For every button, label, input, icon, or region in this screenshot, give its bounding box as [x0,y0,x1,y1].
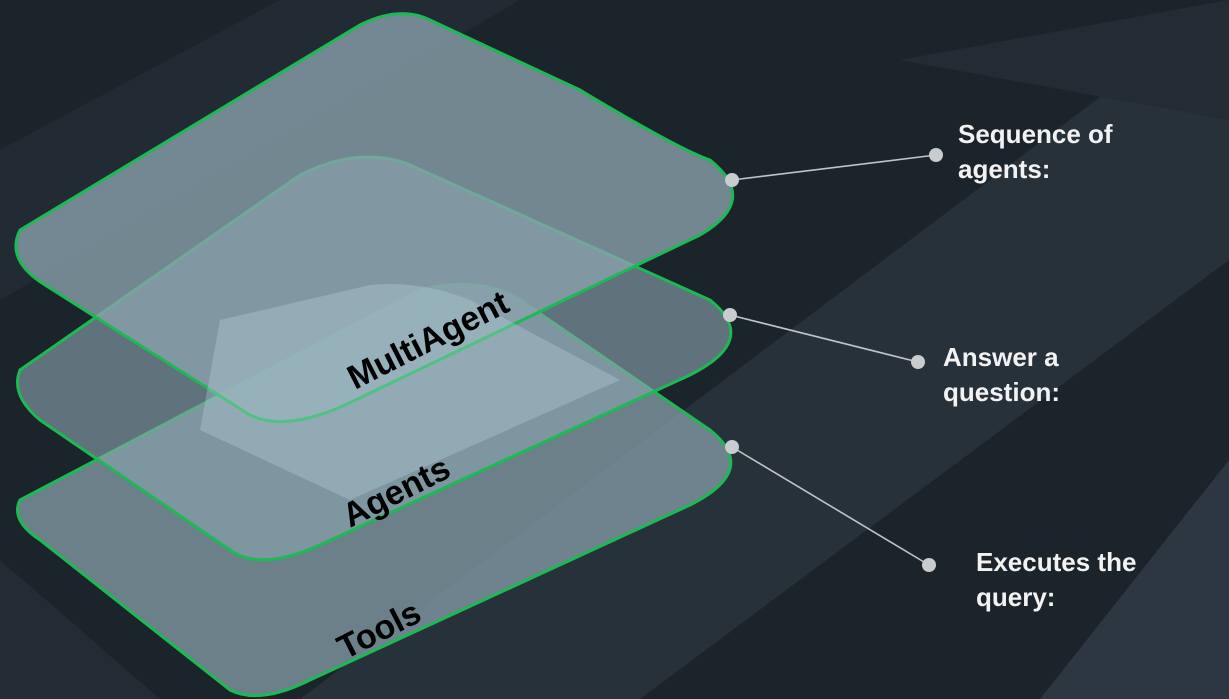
callout-line: query: [976,582,1056,612]
connector-dot [723,308,737,322]
connector-sequence [731,154,937,181]
connector-dot [911,355,925,369]
multiagent-layer [14,12,735,424]
callout-sequence-of-agents: Sequence of agents: [958,117,1113,187]
callout-line: agents: [958,154,1051,184]
connector-dot [929,148,943,162]
callout-line: Sequence of [958,119,1113,149]
connector-executes [731,446,930,566]
callout-line: Answer a [943,342,1059,372]
callout-line: question: [943,377,1060,407]
overlap-highlight [200,284,620,500]
connector-dot [725,440,739,454]
connector-answer [729,314,919,363]
connector-dot [725,173,739,187]
callout-answer-a-question: Answer a question: [943,340,1060,410]
callout-line: Executes the [976,547,1137,577]
connector-dot [922,558,936,572]
callout-executes-the-query: Executes the query: [976,545,1136,615]
